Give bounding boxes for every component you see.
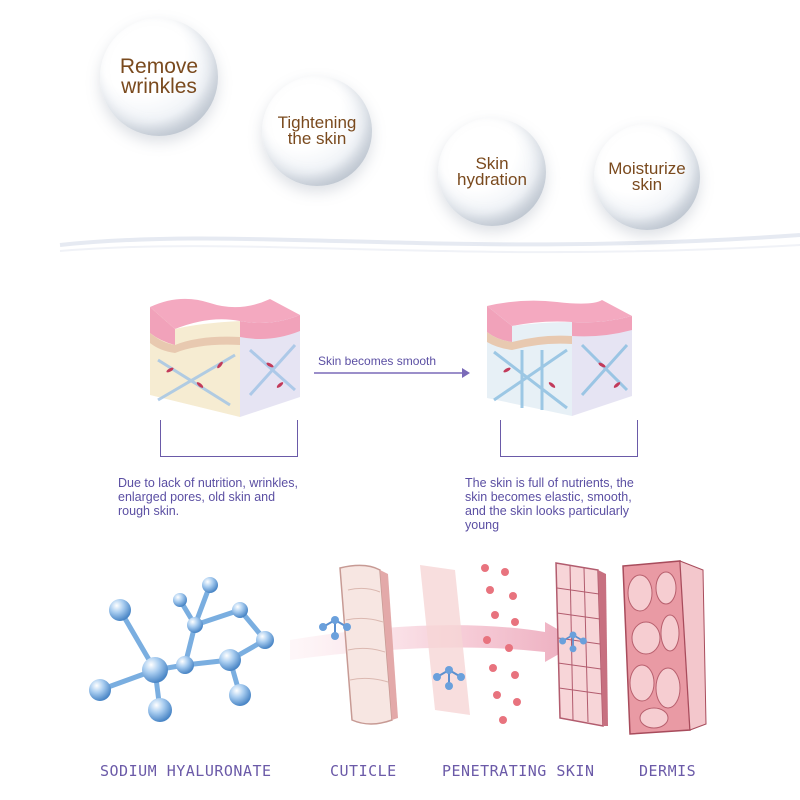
small-molecule-icon <box>319 616 351 640</box>
bubble-skin-hydration: Skin hydration <box>438 118 546 226</box>
bracket-before <box>160 420 298 457</box>
caption-penetrating-skin: PENETRATING SKIN <box>442 762 595 780</box>
before-description: Due to lack of nutrition, wrinkles, enla… <box>118 476 298 518</box>
penetrating-layer <box>420 565 470 715</box>
cuticle-layer <box>339 564 398 725</box>
skin-block-before <box>150 298 300 417</box>
arrow-right-icon <box>314 368 470 378</box>
small-molecule-icon <box>433 666 465 690</box>
arrow-label: Skin becomes smooth <box>318 354 437 368</box>
skin-block-after <box>487 300 632 416</box>
bracket-after <box>500 420 638 457</box>
particle-dots <box>481 564 521 724</box>
caption-sodium-hyaluronate: SODIUM HYALURONATE <box>100 762 272 780</box>
caption-dermis: DERMIS <box>639 762 697 780</box>
bubble-remove-wrinkles: Remove wrinkles <box>100 18 218 136</box>
bubble-moisturize-skin: Moisturize skin <box>594 124 700 230</box>
dermis-layer <box>622 560 707 735</box>
bubble-label: Moisturize skin <box>608 158 686 194</box>
after-description: The skin is full of nutrients, the skin … <box>465 476 634 532</box>
bubble-label: Skin hydration <box>457 153 527 189</box>
grid-layer <box>555 562 608 727</box>
wave-divider <box>59 233 800 254</box>
bubble-label: Remove wrinkles <box>119 55 199 98</box>
bubble-label: Tightening the skin <box>277 112 357 148</box>
molecule-illustration <box>89 577 274 722</box>
caption-cuticle: CUTICLE <box>330 762 397 780</box>
small-molecule-icon <box>559 631 587 653</box>
bubble-tightening-skin: Tightening the skin <box>262 76 372 186</box>
